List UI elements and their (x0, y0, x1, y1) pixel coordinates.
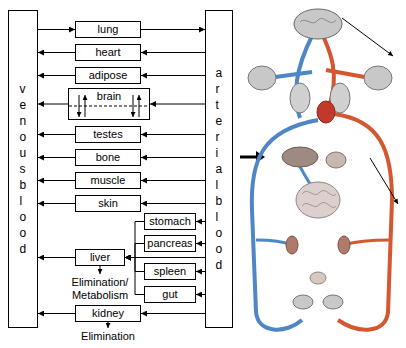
node-label: arterial blood (216, 65, 217, 273)
flow-arrow (141, 157, 205, 158)
liver-figure (282, 147, 318, 167)
flow-arrow (38, 180, 75, 181)
flow-arrow (141, 203, 205, 204)
organ-box: brain (68, 88, 150, 120)
organ-box: adipose (75, 67, 141, 84)
exchange-arrow (85, 95, 86, 117)
flow-arrow (38, 313, 75, 314)
organ-box: pancreas (144, 235, 196, 252)
flow-arrow (38, 157, 75, 158)
node-label: skin (98, 197, 118, 210)
flow-arrow (196, 294, 205, 295)
flow-arrow (141, 75, 205, 76)
node-label: stomach (149, 215, 191, 228)
leg-tissue (323, 295, 343, 309)
leg-tissue (293, 295, 313, 309)
artery (344, 240, 390, 245)
node-label: heart (95, 46, 120, 59)
node-label: bone (96, 151, 120, 164)
elimination-note: Elimination (68, 330, 148, 343)
organ-box: heart (75, 44, 141, 61)
flow-arrow (196, 221, 205, 222)
organ-box: gut (144, 286, 196, 303)
flow-arrow (38, 257, 75, 258)
exchange-arrow (133, 95, 134, 117)
node-label: adipose (89, 69, 128, 82)
arm-tissue (248, 66, 276, 90)
organ-box: bone (75, 149, 141, 166)
flow-arrow (38, 52, 75, 53)
pointer-arrow (370, 158, 398, 204)
kidney-figure (286, 236, 298, 254)
organ-box: stomach (144, 213, 196, 230)
arm-tissue (364, 66, 392, 90)
flow-arrow (38, 134, 75, 135)
blood-pool: arterial blood (205, 10, 233, 328)
flow-arrow (38, 104, 68, 105)
organ-box: kidney (75, 305, 141, 322)
node-label: gut (162, 288, 177, 301)
bladder-figure (310, 272, 326, 284)
flow-arrow (141, 29, 205, 30)
barrier-line (69, 106, 149, 107)
brain-folds (300, 18, 336, 22)
flow-arrow (196, 271, 205, 272)
flow-arrow (141, 313, 205, 314)
node-label: brain (97, 90, 121, 103)
artery (334, 114, 392, 330)
intestine-figure (296, 182, 340, 218)
elimination-arrow (108, 322, 109, 328)
vein (252, 120, 318, 330)
intestine-folds (302, 190, 336, 207)
exchange-arrow (139, 95, 140, 117)
organ-box: skin (75, 195, 141, 212)
node-label: pancreas (147, 237, 192, 250)
flow-arrow (141, 52, 205, 53)
organ-box: spleen (144, 263, 196, 280)
elimination-note: Elimination/ Metabolism (60, 276, 140, 302)
flow-arrow (141, 180, 205, 181)
artery (326, 70, 370, 78)
exchange-arrow (79, 95, 80, 117)
node-label: muscle (91, 174, 126, 187)
lung-figure (290, 83, 310, 113)
flow-arrow (38, 29, 75, 30)
node-label: kidney (92, 307, 124, 320)
flow-arrow (38, 75, 75, 76)
input-arrow (240, 156, 257, 159)
organ-box: lung (75, 21, 141, 38)
organ-box: muscle (75, 172, 141, 189)
node-label: lung (98, 23, 119, 36)
node-label: liver (90, 251, 110, 264)
pointer-arrow (342, 18, 393, 56)
flow-arrow (125, 222, 144, 258)
node-label: testes (93, 128, 122, 141)
node-label: spleen (154, 265, 186, 278)
stomach-figure (326, 152, 346, 168)
organ-box: liver (75, 249, 125, 266)
organ-box: testes (75, 126, 141, 143)
elimination-arrow (100, 266, 101, 274)
node-label: venous blood (20, 81, 21, 257)
flow-arrow (196, 243, 205, 244)
flow-arrow (38, 203, 75, 204)
kidney-figure (338, 236, 350, 254)
heart-figure (317, 101, 335, 123)
flow-arrow (125, 244, 144, 258)
brain-figure (294, 9, 342, 39)
flow-arrow (150, 104, 205, 105)
flow-arrow (141, 134, 205, 135)
blood-pool: venous blood (8, 10, 38, 328)
flow-arrow (125, 257, 205, 258)
